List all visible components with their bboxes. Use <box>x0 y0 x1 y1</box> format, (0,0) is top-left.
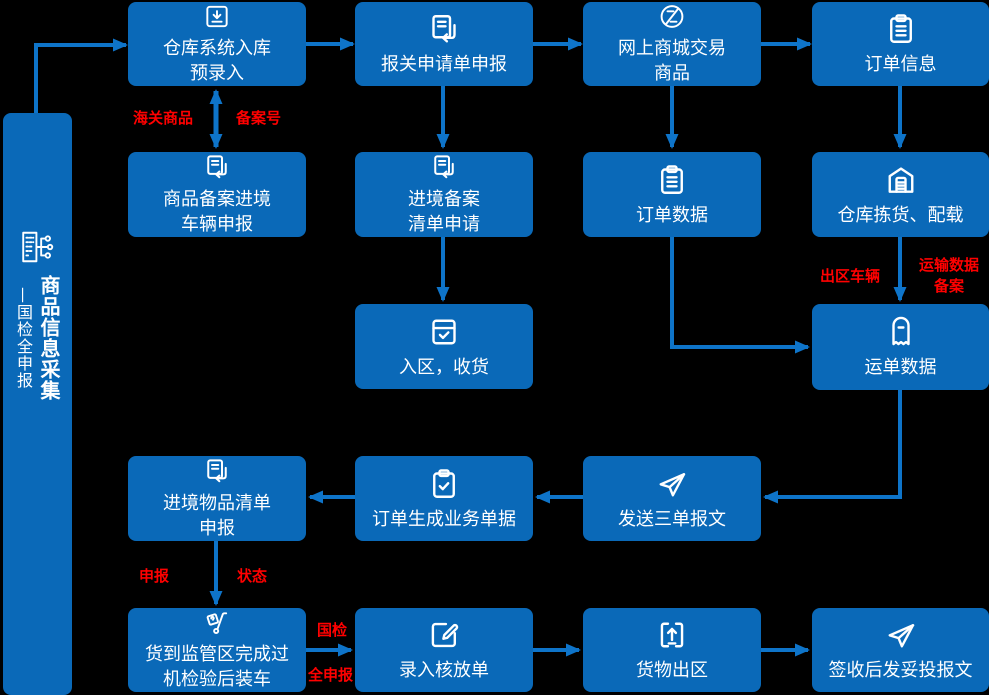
node-order-data: 订单数据 <box>583 152 761 237</box>
edge-label-record-number: 备案号 <box>236 109 282 127</box>
edge-label-exit-zone-vehicle: 出区车辆 <box>820 267 881 285</box>
doc-return-icon <box>207 459 227 483</box>
node-warehouse-entry-prerecord: 仓库系统入库 预录入 <box>128 2 306 86</box>
node-label: 货到监管区完成过 机检验后装车 <box>145 644 289 690</box>
node-waybill-data: 运单数据 <box>812 304 989 390</box>
arrow-sidebar-to-warehouse-entry <box>34 38 128 114</box>
node-enter-release-form: 录入核放单 <box>355 608 533 692</box>
node-order-info: 订单信息 <box>812 2 989 86</box>
sidebar-vertical-title: 商品信息采集 —国检全申报 <box>11 275 64 401</box>
node-label: 订单生成业务单据 <box>372 508 516 530</box>
doc-return-icon <box>432 15 456 43</box>
node-label: 网上商城交易 商品 <box>618 38 726 84</box>
node-label: 入区，收货 <box>399 356 489 378</box>
arrow-waybill-data-to-send-three-reports <box>763 390 902 504</box>
node-entry-items-list-declare: 进境物品清单 申报 <box>128 456 306 541</box>
node-label: 发送三单报文 <box>618 508 726 530</box>
node-label: 运单数据 <box>864 357 937 378</box>
edit-icon <box>431 622 459 648</box>
edge-label-transport-data-record: 运输数据 备案 <box>918 256 979 295</box>
clipboard-icon <box>661 164 683 194</box>
edge-label-declare: 申报 <box>139 567 170 585</box>
box-check-icon <box>432 319 456 344</box>
node-entry-record-list-apply: 进境备案 清单申请 <box>355 152 533 237</box>
edge-label-full-declaration: 全申报 <box>308 666 354 684</box>
paper-plane-icon <box>888 624 914 648</box>
clipboard-check-icon <box>433 468 455 498</box>
node-sign-send-delivery-report: 签收后发妥投报文 <box>812 608 989 692</box>
doc-return-icon <box>434 155 454 179</box>
node-cargo-exit-zone: 货物出区 <box>583 608 761 692</box>
node-label: 仓库拣货、配载 <box>837 204 964 226</box>
paper-plane-icon <box>659 472 686 496</box>
node-label: 订单信息 <box>864 54 937 75</box>
node-send-three-reports: 发送三单报文 <box>583 456 761 541</box>
circle-z-icon <box>660 5 684 28</box>
node-warehouse-pick-load: 仓库拣货、配载 <box>812 152 989 237</box>
node-online-mall-goods: 网上商城交易 商品 <box>583 2 761 86</box>
node-label: 货物出区 <box>636 660 708 681</box>
clipboard-icon <box>889 14 912 43</box>
download-icon <box>206 5 228 28</box>
node-label: 录入核放单 <box>399 660 489 681</box>
node-label: 进境备案 清单申请 <box>408 189 480 235</box>
edge-label-status: 状态 <box>237 567 268 585</box>
node-label: 仓库系统入库 预录入 <box>163 38 271 84</box>
edge-label-national-inspection: 国检 <box>317 621 348 639</box>
node-label: 商品备案进境 车辆申报 <box>163 189 271 235</box>
node-goods-record-vehicle-declare: 商品备案进境 车辆申报 <box>128 152 306 237</box>
sidebar-title-main: 商品信息采集 <box>37 275 61 401</box>
upload-icon <box>660 622 684 648</box>
sidebar-product-info-collection: 商品信息采集 —国检全申报 <box>3 113 72 695</box>
edge-label-customs-goods: 海关商品 <box>133 109 194 127</box>
node-customs-application-declare: 报关申请单申报 <box>355 2 533 86</box>
node-enter-zone-receive: 入区，收货 <box>355 304 533 389</box>
arrow-order-data-to-waybill-data <box>670 237 810 354</box>
node-order-generate-business-docs: 订单生成业务单据 <box>355 456 533 541</box>
node-cargo-supervision-load: 货到监管区完成过 机检验后装车 <box>128 608 306 692</box>
building-orgchart-icon <box>21 231 53 263</box>
node-label: 签收后发妥投报文 <box>828 660 973 681</box>
node-label: 报关申请单申报 <box>381 54 507 75</box>
receipt-icon <box>891 316 910 346</box>
hand-truck-icon <box>206 612 228 634</box>
warehouse-icon <box>888 166 913 193</box>
node-label: 订单数据 <box>636 204 708 226</box>
doc-return-icon <box>207 155 227 179</box>
sidebar-title-sub: —国检全申报 <box>14 287 33 389</box>
node-label: 进境物品清单 申报 <box>163 493 271 539</box>
